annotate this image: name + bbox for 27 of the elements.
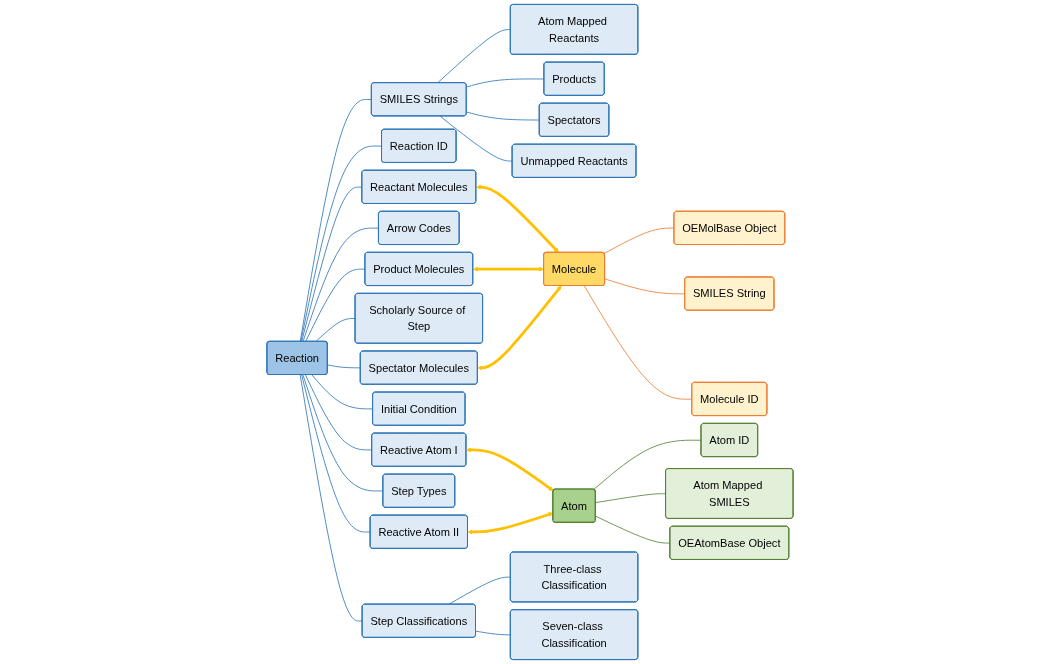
- connector: [603, 227, 675, 254]
- connector: [302, 227, 380, 342]
- connector: [437, 29, 511, 84]
- arrow: [477, 285, 562, 371]
- connector: [439, 115, 513, 162]
- connector: [300, 145, 383, 342]
- arrow: [476, 184, 559, 253]
- connector: [315, 318, 356, 342]
- connector: [305, 268, 366, 342]
- connector: [466, 78, 545, 88]
- connector: [475, 630, 511, 636]
- connector: [448, 576, 511, 605]
- connector: [604, 278, 686, 295]
- arrow: [466, 447, 554, 492]
- connector: [595, 515, 671, 544]
- connector: [327, 364, 361, 369]
- connector: [311, 374, 374, 410]
- connector: [466, 111, 540, 121]
- connector: [299, 374, 363, 622]
- connector: [301, 186, 363, 342]
- connector: [595, 493, 667, 504]
- connector: [301, 374, 371, 533]
- connector: [593, 439, 702, 490]
- connector: [302, 374, 384, 492]
- connector: [583, 285, 693, 400]
- connector: [299, 99, 373, 342]
- connector: [304, 374, 373, 451]
